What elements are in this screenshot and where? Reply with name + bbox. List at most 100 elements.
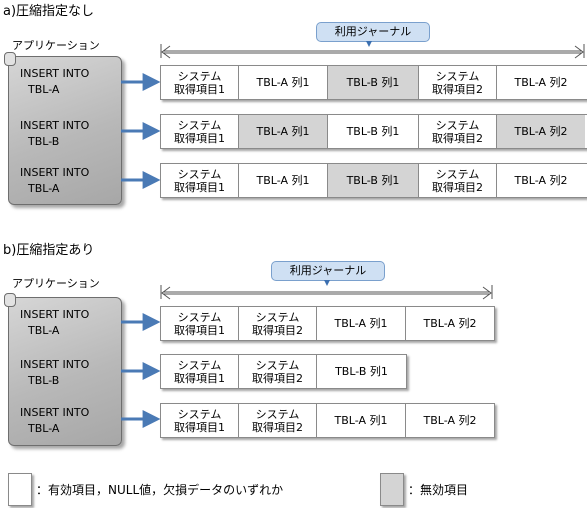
cell-line-1: TBL-A 列1 bbox=[256, 174, 310, 187]
section-a-statement-3: INSERT INTO TBL-A bbox=[20, 165, 89, 197]
statement-line-2: TBL-A bbox=[28, 422, 60, 435]
section-a-journal-row-2: システム取得項目1 TBL-A 列1 TBL-B 列1 システム取得項目2 TB… bbox=[160, 114, 587, 149]
journal-cell: TBL-A 列2 bbox=[406, 404, 494, 437]
statement-line-1: INSERT INTO bbox=[20, 119, 90, 132]
section-b-journal-pointer bbox=[324, 280, 330, 286]
section-a-journal-row-3: システム取得項目1 TBL-A 列1 TBL-B 列1 システム取得項目2 TB… bbox=[160, 163, 587, 198]
legend-invalid-swatch bbox=[380, 473, 404, 506]
cell-line-1: TBL-A 列2 bbox=[514, 174, 568, 187]
cell-line-2: 取得項目2 bbox=[432, 180, 483, 194]
journal-cell-invalid: TBL-A 列1 bbox=[239, 115, 328, 148]
journal-cell: TBL-B 列1 bbox=[328, 115, 419, 148]
journal-cell: システム取得項目2 bbox=[239, 307, 317, 340]
legend-invalid-text: ：無効項目 bbox=[408, 483, 469, 497]
cell-line-1: システム bbox=[177, 118, 222, 132]
cell-line-1: TBL-B 列1 bbox=[346, 174, 400, 187]
cell-line-1: TBL-A 列1 bbox=[334, 317, 388, 330]
journal-cell-invalid: TBL-B 列1 bbox=[328, 66, 419, 99]
cell-line-1: システム bbox=[177, 358, 222, 372]
cell-line-1: TBL-A 列2 bbox=[514, 125, 568, 138]
cell-line-1: TBL-A 列2 bbox=[423, 317, 477, 330]
cell-line-2: 取得項目2 bbox=[432, 82, 483, 96]
section-a-journal-row-1: システム取得項目1 TBL-A 列1 TBL-B 列1 システム取得項目2 TB… bbox=[160, 65, 587, 100]
journal-cell: TBL-A 列1 bbox=[239, 66, 328, 99]
cell-line-2: 取得項目1 bbox=[174, 82, 225, 96]
section-a-journal-label: 利用ジャーナル bbox=[316, 22, 430, 42]
cell-line-1: システム bbox=[435, 69, 480, 83]
cell-line-2: 取得項目1 bbox=[174, 420, 225, 434]
journal-cell-invalid: TBL-A 列2 bbox=[497, 115, 585, 148]
section-a-journal-pointer bbox=[366, 41, 372, 47]
section-b-app-panel bbox=[8, 297, 122, 446]
section-b-panel-tab bbox=[4, 293, 16, 307]
cell-line-2: 取得項目2 bbox=[252, 323, 303, 337]
statement-line-2: TBL-B bbox=[28, 374, 60, 387]
journal-cell: システム取得項目2 bbox=[419, 164, 497, 197]
cell-line-2: 取得項目1 bbox=[174, 371, 225, 385]
cell-line-1: TBL-B 列1 bbox=[346, 125, 400, 138]
journal-cell: TBL-A 列2 bbox=[497, 66, 585, 99]
section-a-app-panel bbox=[8, 56, 122, 205]
cell-line-1: システム bbox=[255, 310, 300, 324]
cell-line-1: システム bbox=[435, 118, 480, 132]
section-b-statement-3: INSERT INTO TBL-A bbox=[20, 405, 89, 437]
cell-line-1: システム bbox=[177, 310, 222, 324]
cell-line-2: 取得項目2 bbox=[252, 420, 303, 434]
cell-line-2: 取得項目1 bbox=[174, 131, 225, 145]
statement-line-2: TBL-A bbox=[28, 182, 60, 195]
section-a-title: a)圧縮指定なし bbox=[3, 4, 95, 19]
journal-cell: TBL-A 列2 bbox=[406, 307, 494, 340]
journal-cell: システム取得項目2 bbox=[239, 404, 317, 437]
section-a-statement-1: INSERT INTO TBL-A bbox=[20, 66, 89, 98]
cell-line-1: システム bbox=[435, 167, 480, 181]
journal-cell-invalid: TBL-B 列1 bbox=[328, 164, 419, 197]
statement-line-2: TBL-A bbox=[28, 324, 60, 337]
section-b-journal-row-2: システム取得項目1 システム取得項目2 TBL-B 列1 bbox=[160, 354, 407, 389]
section-b-statement-2: INSERT INTO TBL-B bbox=[20, 357, 89, 389]
journal-cell: システム取得項目2 bbox=[419, 115, 497, 148]
cell-line-1: システム bbox=[255, 358, 300, 372]
cell-line-1: システム bbox=[177, 69, 222, 83]
cell-line-1: TBL-A 列2 bbox=[423, 414, 477, 427]
journal-cell: システム取得項目2 bbox=[419, 66, 497, 99]
statement-line-1: INSERT INTO bbox=[20, 406, 90, 419]
cell-line-2: 取得項目2 bbox=[432, 131, 483, 145]
section-b-journal-label: 利用ジャーナル bbox=[271, 261, 385, 281]
cell-line-1: TBL-B 列1 bbox=[335, 365, 388, 378]
cell-line-1: システム bbox=[177, 407, 222, 421]
statement-line-2: TBL-A bbox=[28, 83, 60, 96]
journal-cell: システム取得項目1 bbox=[161, 404, 239, 437]
section-b-statement-1: INSERT INTO TBL-A bbox=[20, 307, 89, 339]
journal-cell: TBL-A 列1 bbox=[239, 164, 328, 197]
section-b-app-label: アプリケーション bbox=[12, 277, 100, 290]
cell-line-1: システム bbox=[255, 407, 300, 421]
section-a-statement-2: INSERT INTO TBL-B bbox=[20, 118, 89, 150]
cell-line-2: 取得項目1 bbox=[174, 323, 225, 337]
section-b-journal-row-3: システム取得項目1 システム取得項目2 TBL-A 列1 TBL-A 列2 bbox=[160, 403, 495, 438]
cell-line-1: TBL-A 列1 bbox=[334, 414, 388, 427]
journal-cell: TBL-A 列2 bbox=[497, 164, 585, 197]
section-a-range-marker bbox=[160, 44, 585, 59]
legend-valid-text: ：有効項目，NULL値，欠損データのいずれか bbox=[36, 483, 284, 497]
journal-cell: システム取得項目2 bbox=[239, 355, 317, 388]
statement-line-1: INSERT INTO bbox=[20, 358, 90, 371]
cell-line-1: TBL-B 列1 bbox=[346, 76, 400, 89]
statement-line-1: INSERT INTO bbox=[20, 308, 90, 321]
cell-line-1: TBL-A 列1 bbox=[256, 125, 310, 138]
cell-line-2: 取得項目2 bbox=[252, 371, 303, 385]
statement-line-1: INSERT INTO bbox=[20, 166, 90, 179]
section-a-app-label: アプリケーション bbox=[12, 39, 100, 52]
journal-cell: システム取得項目1 bbox=[161, 115, 239, 148]
journal-cell: TBL-B 列1 bbox=[317, 355, 406, 388]
section-b-journal-row-1: システム取得項目1 システム取得項目2 TBL-A 列1 TBL-A 列2 bbox=[160, 306, 495, 341]
legend-valid-swatch bbox=[8, 473, 32, 506]
journal-cell: システム取得項目1 bbox=[161, 164, 239, 197]
journal-cell: システム取得項目1 bbox=[161, 307, 239, 340]
journal-cell: TBL-A 列1 bbox=[317, 307, 406, 340]
cell-line-2: 取得項目1 bbox=[174, 180, 225, 194]
section-a-panel-tab bbox=[4, 52, 16, 66]
journal-cell: システム取得項目1 bbox=[161, 355, 239, 388]
statement-line-2: TBL-B bbox=[28, 135, 60, 148]
statement-line-1: INSERT INTO bbox=[20, 67, 90, 80]
